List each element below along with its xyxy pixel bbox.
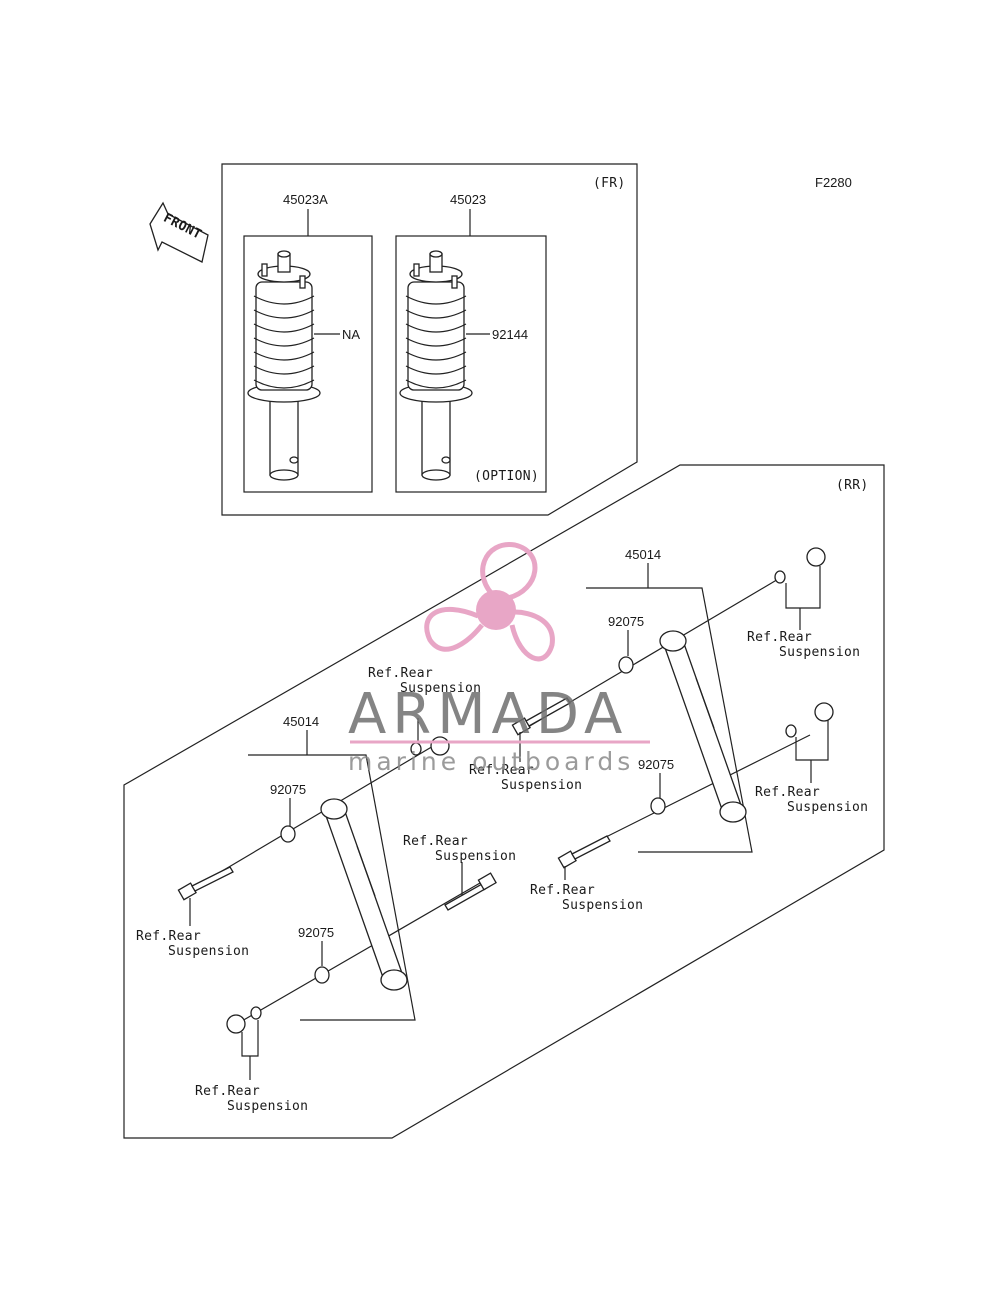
front-shock-a-box (243, 235, 373, 493)
armada-logo: ARMADA marine outboards (348, 542, 650, 776)
ref-right-bolt-2: Suspension (562, 898, 643, 913)
ref-center-1: Ref.Rear (403, 834, 468, 849)
bushing-left-bottom-number: 92075 (298, 925, 334, 940)
propeller-icon (424, 542, 555, 662)
bushing-left-bottom (314, 966, 330, 984)
front-shock-b-callout: 92144 (492, 327, 528, 342)
ref-center-2: Suspension (435, 849, 516, 864)
ref-right-bolt-1: Ref.Rear (530, 883, 595, 898)
bushing-left-top (280, 825, 296, 843)
rear-shock-right-number: 45014 (625, 547, 661, 562)
ref-left-bolt-1: Ref.Rear (136, 929, 201, 944)
front-shock-a-callout: NA (342, 327, 360, 342)
front-shock-a-number: 45023A (283, 192, 328, 207)
rear-section-tag: (RR) (836, 478, 869, 493)
front-section-tag: (FR) (593, 176, 626, 191)
ref-left-bolt-2: Suspension (168, 944, 249, 959)
ref-left-nut-1: Ref.Rear (368, 666, 433, 681)
ref-right-top-1: Ref.Rear (469, 763, 534, 778)
front-arrow-icon: FRONT (149, 201, 209, 263)
ref-left-nut-2: Suspension (400, 681, 481, 696)
front-shock-b-number: 45023 (450, 192, 486, 207)
ref-right-nut-b-1: Ref.Rear (755, 785, 820, 800)
bushing-right-top-number: 92075 (608, 614, 644, 629)
rear-section-frame (123, 464, 885, 1139)
rear-shock-left-number: 45014 (283, 714, 319, 729)
front-shock-b-drawing (399, 250, 473, 481)
nut-right-bottom (785, 702, 834, 738)
bolt-right-bottom (557, 835, 611, 869)
diagram-code: F2280 (815, 175, 852, 190)
bushing-right-bottom (650, 797, 666, 815)
watermark-tagline: marine outboards (348, 747, 634, 776)
nut-right-top (774, 547, 826, 584)
bolt-right-top (511, 697, 571, 736)
ref-left-nut-b-2: Suspension (227, 1099, 308, 1114)
front-shock-a-drawing (247, 250, 321, 481)
option-note: (OPTION) (474, 469, 539, 484)
ref-left-nut-b-1: Ref.Rear (195, 1084, 260, 1099)
bolt-center (444, 872, 497, 911)
ref-right-nut-1: Ref.Rear (747, 630, 812, 645)
watermark-brand: ARMADA (348, 682, 628, 747)
bushing-left-top-number: 92075 (270, 782, 306, 797)
bolt-left-top (177, 866, 234, 901)
rear-shock-left-box (248, 754, 416, 1021)
ref-right-nut-2: Suspension (779, 645, 860, 660)
rear-shock-right (659, 630, 747, 823)
front-section-frame (221, 163, 638, 516)
bushing-right-bottom-number: 92075 (638, 757, 674, 772)
rear-shock-right-box (586, 587, 753, 853)
rear-shock-left (320, 798, 408, 991)
bushing-right-top (618, 656, 634, 674)
front-shock-b-box (395, 235, 547, 493)
nut-left-bottom (226, 1006, 262, 1034)
ref-right-nut-b-2: Suspension (787, 800, 868, 815)
ref-right-top-2: Suspension (501, 778, 582, 793)
